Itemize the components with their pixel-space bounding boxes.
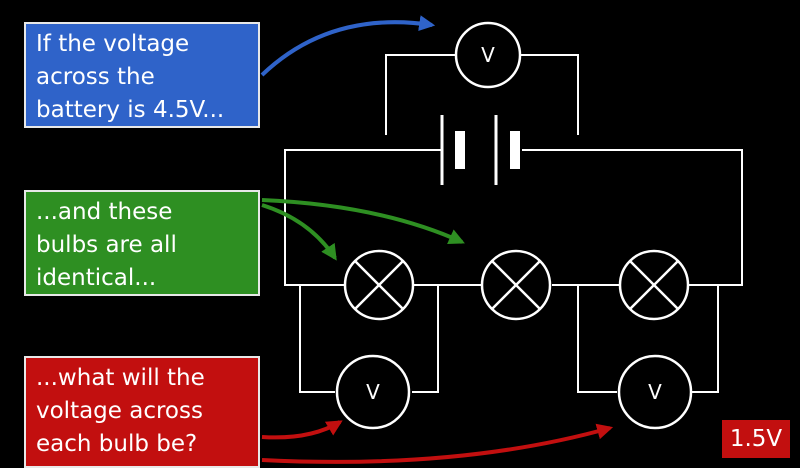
battery-voltage-callout: If the voltage across the battery is 4.5…: [24, 22, 260, 128]
callout-line: identical...: [36, 265, 157, 291]
voltmeter-bottom-left-label: V: [366, 380, 380, 404]
callout-line: battery is 4.5V...: [36, 97, 225, 123]
voltmeter-bottom-right-label: V: [648, 380, 662, 404]
voltmeter-bottom-left: V: [335, 354, 411, 430]
green-pointer-arrow-2: [261, 198, 465, 245]
callout-line: voltage across: [36, 398, 203, 424]
red-pointer-arrow-2: [261, 423, 614, 464]
bulb-3: [618, 249, 690, 321]
bulb-2: [480, 249, 552, 321]
bottom-right-voltmeter-wire: [577, 285, 719, 393]
red-pointer-arrow-1: [261, 420, 343, 440]
callout-line: If the voltage: [36, 31, 190, 57]
bottom-left-voltmeter-wire: [299, 285, 439, 393]
top-voltmeter-wire: [385, 54, 579, 135]
identical-bulbs-callout: ...and these bulbs are all identical...: [24, 190, 260, 296]
callout-line: bulbs are all: [36, 232, 177, 258]
main-loop-wire-right: [522, 149, 743, 286]
callout-line: across the: [36, 64, 155, 90]
callout-line: ...and these: [36, 199, 173, 225]
green-pointer-arrow-1: [261, 203, 337, 261]
question-callout: ...what will the voltage across each bul…: [24, 356, 260, 468]
callout-line: each bulb be?: [36, 431, 198, 457]
answer-badge: 1.5V: [722, 420, 790, 458]
voltmeter-bottom-right: V: [617, 354, 693, 430]
battery: [440, 115, 520, 185]
main-loop-wire-left: [284, 149, 442, 286]
voltmeter-top: V: [454, 21, 522, 89]
bulb-1: [343, 249, 415, 321]
blue-pointer-arrow: [260, 15, 436, 77]
callout-line: ...what will the: [36, 365, 205, 391]
voltmeter-top-label: V: [481, 43, 495, 67]
